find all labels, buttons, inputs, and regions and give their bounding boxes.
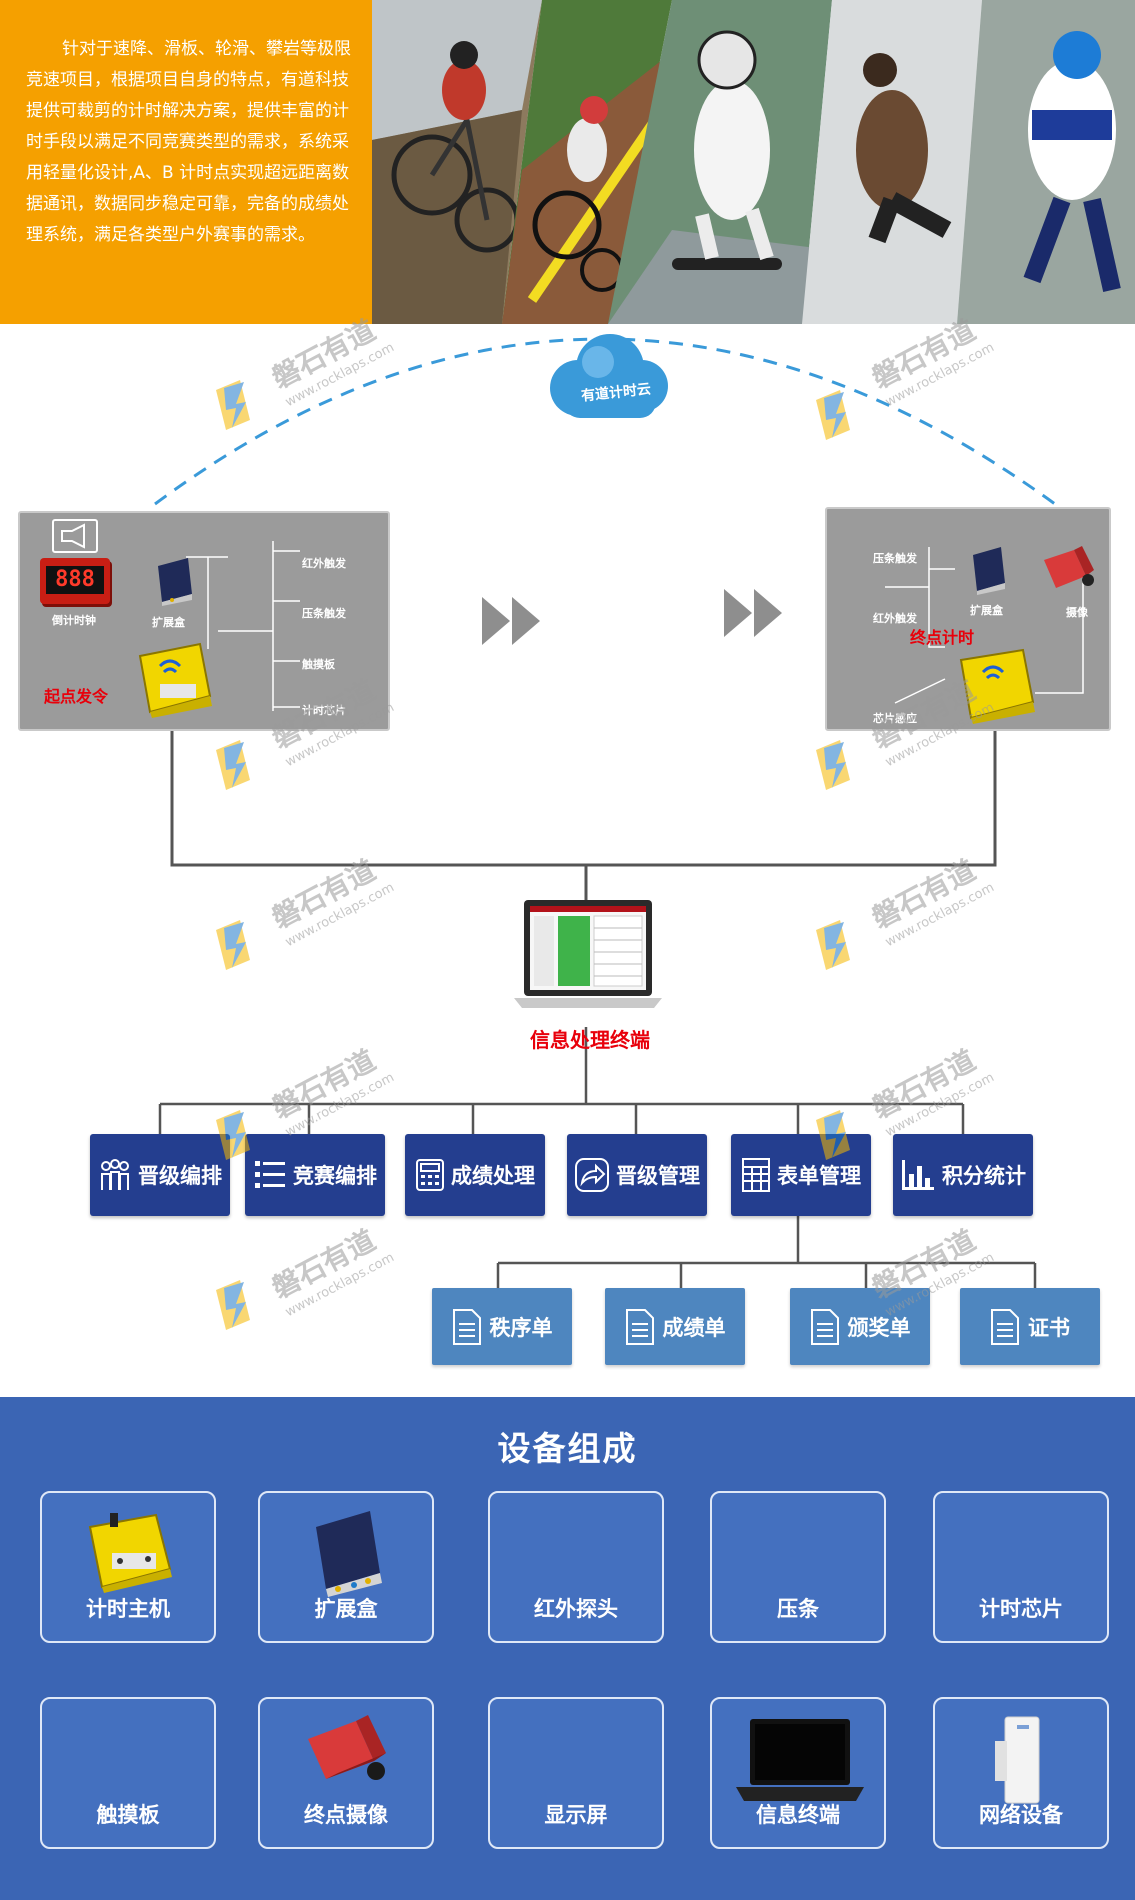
equipment-title: 设备组成 bbox=[497, 1429, 638, 1468]
bar-chart-icon bbox=[902, 1160, 934, 1190]
terminal-label: 信息处理终端 bbox=[530, 1028, 650, 1052]
people-icon bbox=[101, 1159, 129, 1190]
finish-pressure-label: 压条触发 bbox=[873, 552, 917, 565]
trigger-touchpad-label: 触摸板 bbox=[302, 658, 335, 671]
function-label: 晋级管理 bbox=[616, 1164, 700, 1188]
expansion-label: 扩展盒 bbox=[152, 616, 185, 629]
trigger-pressure-label: 压条触发 bbox=[302, 607, 346, 620]
function-button-score-processing[interactable]: 成绩处理 bbox=[405, 1134, 545, 1216]
equipment-card-pressure-strip[interactable]: 压条 bbox=[710, 1491, 886, 1643]
finish-chip-label: 芯片感应 bbox=[873, 712, 917, 725]
function-label: 积分统计 bbox=[942, 1164, 1026, 1188]
equipment-card-timer-host[interactable]: 计时主机 bbox=[40, 1491, 216, 1643]
network-box-icon bbox=[995, 1716, 1040, 1804]
finish-camera-label: 摄像 bbox=[1066, 606, 1088, 619]
form-label: 秩序单 bbox=[489, 1315, 553, 1340]
function-button-form-management[interactable]: 表单管理 bbox=[731, 1134, 871, 1216]
trigger-infrared-label: 红外触发 bbox=[302, 557, 346, 570]
form-button-order-sheet[interactable]: 秩序单 bbox=[432, 1288, 572, 1365]
equipment-card-network-device[interactable]: 网络设备 bbox=[933, 1697, 1109, 1849]
document-icon bbox=[625, 1308, 654, 1345]
form-label: 证书 bbox=[1028, 1315, 1070, 1340]
fast-forward-icon bbox=[478, 593, 548, 653]
finish-station-title: 终点计时 bbox=[910, 628, 975, 647]
diagram-connectors bbox=[154, 337, 1056, 1289]
equipment-label: 计时芯片 bbox=[979, 1597, 1063, 1621]
function-label: 表单管理 bbox=[777, 1164, 861, 1188]
expansion-box-icon bbox=[152, 556, 194, 606]
timer-case-icon bbox=[88, 1513, 172, 1593]
fast-forward-icon bbox=[720, 585, 790, 645]
start-station-wiring bbox=[186, 541, 300, 711]
equipment-label: 扩展盒 bbox=[314, 1597, 378, 1621]
equipment-label: 网络设备 bbox=[979, 1803, 1063, 1827]
equipment-card-info-terminal[interactable]: 信息终端 bbox=[710, 1697, 886, 1849]
equipment-card-finish-camera[interactable]: 终点摄像 bbox=[258, 1697, 434, 1849]
finish-expansion-label: 扩展盒 bbox=[970, 604, 1003, 617]
calculator-icon bbox=[416, 1159, 444, 1191]
finish-infrared-label: 红外触发 bbox=[873, 612, 917, 625]
sports-photo-collage bbox=[372, 0, 1135, 324]
countdown-label: 倒计时钟 bbox=[52, 614, 96, 627]
equipment-label: 触摸板 bbox=[96, 1803, 160, 1827]
laptop-icon bbox=[514, 898, 662, 1010]
document-icon bbox=[810, 1308, 839, 1345]
intro-text: 针对于速降、滑板、轮滑、攀岩等极限竞速项目，根据项目自身的特点，有道科技提供可裁… bbox=[26, 39, 351, 245]
function-label: 晋级编排 bbox=[138, 1164, 222, 1188]
horn-icon bbox=[52, 519, 98, 553]
equipment-card-timing-chip[interactable]: 计时芯片 bbox=[933, 1491, 1109, 1643]
list-icon bbox=[255, 1161, 285, 1188]
intro-panel bbox=[0, 0, 372, 324]
expansion-box-icon bbox=[967, 545, 1007, 595]
timer-case-icon bbox=[955, 642, 1040, 724]
equipment-label: 红外探头 bbox=[534, 1597, 618, 1621]
laptop-icon bbox=[736, 1719, 864, 1801]
trigger-chip-label: 计时芯片 bbox=[302, 704, 346, 717]
share-arrow-icon bbox=[575, 1158, 609, 1192]
equipment-label: 终点摄像 bbox=[304, 1803, 388, 1827]
equipment-card-display-screen[interactable]: 显示屏 bbox=[488, 1697, 664, 1849]
equipment-label: 显示屏 bbox=[544, 1803, 608, 1827]
countdown-clock-icon: 888 bbox=[40, 558, 110, 604]
document-icon bbox=[991, 1308, 1019, 1345]
expansion-box-icon bbox=[316, 1511, 382, 1597]
equipment-label: 计时主机 bbox=[86, 1597, 170, 1621]
function-button-promotion-management[interactable]: 晋级管理 bbox=[567, 1134, 707, 1216]
cloud-icon bbox=[538, 330, 678, 426]
timer-case-icon bbox=[130, 636, 215, 718]
function-label: 竞赛编排 bbox=[293, 1164, 377, 1188]
function-button-points-statistics[interactable]: 积分统计 bbox=[893, 1134, 1033, 1216]
spreadsheet-icon bbox=[742, 1158, 770, 1192]
countdown-digits: 888 bbox=[46, 566, 104, 594]
start-station-title: 起点发令 bbox=[44, 687, 109, 706]
function-button-competition-schedule[interactable]: 竞赛编排 bbox=[245, 1134, 385, 1216]
form-button-certificate[interactable]: 证书 bbox=[960, 1288, 1100, 1365]
equipment-label: 压条 bbox=[777, 1597, 819, 1621]
function-button-promotion-schedule[interactable]: 晋级编排 bbox=[90, 1134, 230, 1216]
document-icon bbox=[452, 1308, 481, 1345]
form-button-award-sheet[interactable]: 颁奖单 bbox=[790, 1288, 930, 1365]
equipment-card-expansion-box[interactable]: 扩展盒 bbox=[258, 1491, 434, 1643]
camera-icon bbox=[308, 1715, 386, 1780]
form-button-score-sheet[interactable]: 成绩单 bbox=[605, 1288, 745, 1365]
form-label: 成绩单 bbox=[662, 1315, 726, 1340]
equipment-card-infrared-probe[interactable]: 红外探头 bbox=[488, 1491, 664, 1643]
camera-icon bbox=[1040, 546, 1096, 596]
equipment-label: 信息终端 bbox=[756, 1803, 840, 1827]
equipment-card-touchpad[interactable]: 触摸板 bbox=[40, 1697, 216, 1849]
function-label: 成绩处理 bbox=[451, 1164, 535, 1188]
form-label: 颁奖单 bbox=[847, 1315, 911, 1340]
